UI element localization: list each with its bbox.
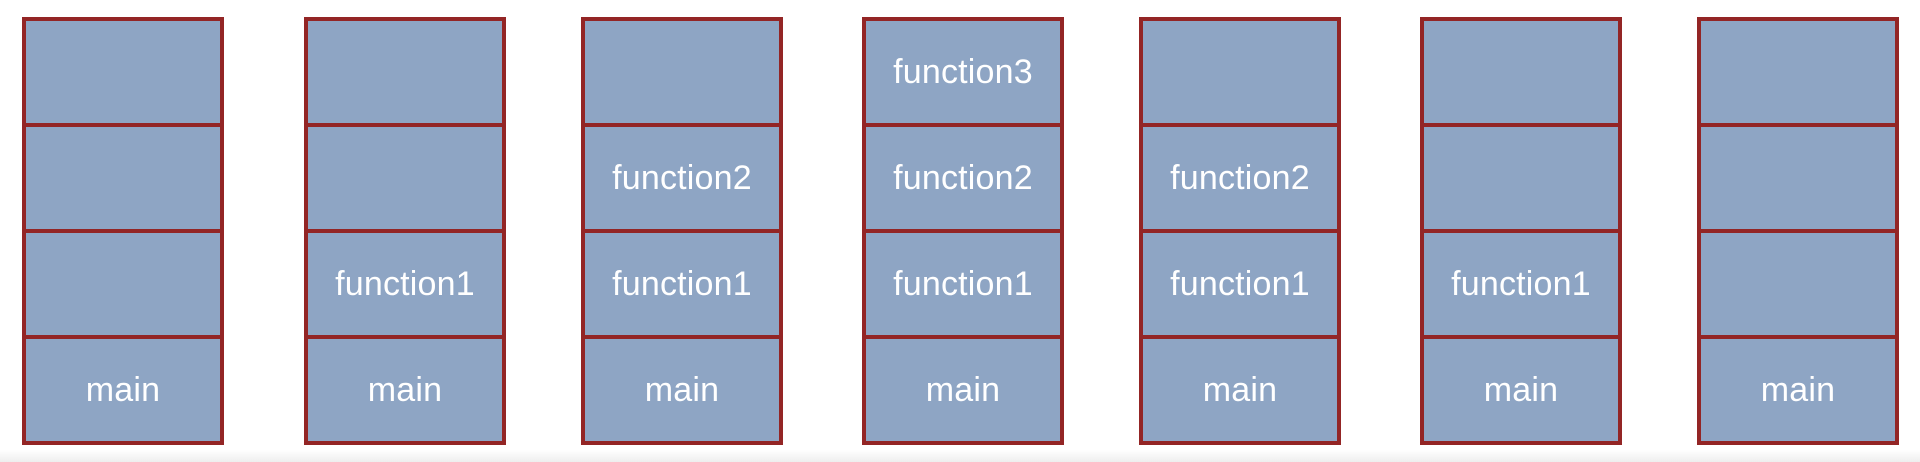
stack-frame-3 bbox=[1424, 127, 1618, 229]
stack-frame-main: main bbox=[1424, 339, 1618, 441]
stack-frame-2: function1 bbox=[585, 233, 779, 335]
stack-frame-top bbox=[1424, 21, 1618, 123]
stack-frame-3: function2 bbox=[1143, 127, 1337, 229]
stack-frame-2: function1 bbox=[866, 233, 1060, 335]
stack-frame-top: function3 bbox=[866, 21, 1060, 123]
call-stack-6: function1 main bbox=[1420, 17, 1622, 445]
stack-frame-main: main bbox=[26, 339, 220, 441]
stack-frame-main: main bbox=[585, 339, 779, 441]
stack-frame-top bbox=[26, 21, 220, 123]
stack-frame-top bbox=[585, 21, 779, 123]
stack-frame-top bbox=[1701, 21, 1895, 123]
stack-frame-main: main bbox=[1143, 339, 1337, 441]
stack-frame-top bbox=[308, 21, 502, 123]
stack-frame-3 bbox=[26, 127, 220, 229]
call-stack-4: function3 function2 function1 main bbox=[862, 17, 1064, 445]
stack-frame-2: function1 bbox=[1424, 233, 1618, 335]
call-stack-1: main bbox=[22, 17, 224, 445]
stack-frame-main: main bbox=[866, 339, 1060, 441]
call-stack-5: function2 function1 main bbox=[1139, 17, 1341, 445]
stack-frame-top bbox=[1143, 21, 1337, 123]
stack-frame-main: main bbox=[1701, 339, 1895, 441]
stack-frame-main: main bbox=[308, 339, 502, 441]
stack-frame-3 bbox=[308, 127, 502, 229]
call-stack-2: function1 main bbox=[304, 17, 506, 445]
stack-frame-2: function1 bbox=[308, 233, 502, 335]
stack-frame-3: function2 bbox=[866, 127, 1060, 229]
call-stack-7: main bbox=[1697, 17, 1899, 445]
stack-frame-3: function2 bbox=[585, 127, 779, 229]
stack-frame-3 bbox=[1701, 127, 1895, 229]
stack-frame-2: function1 bbox=[1143, 233, 1337, 335]
stack-frame-2 bbox=[1701, 233, 1895, 335]
call-stack-3: function2 function1 main bbox=[581, 17, 783, 445]
bottom-edge-shade bbox=[0, 450, 1920, 462]
stack-frame-2 bbox=[26, 233, 220, 335]
